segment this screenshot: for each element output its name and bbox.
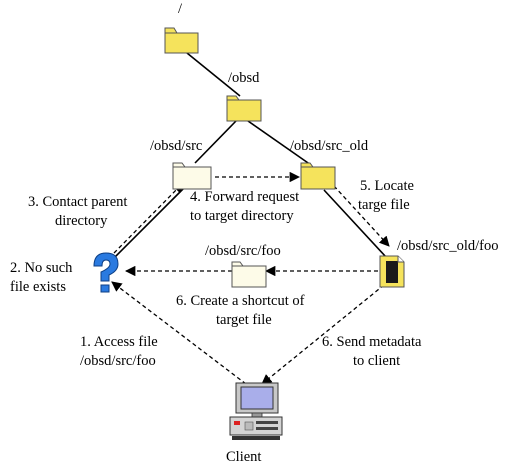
step-3-label: 3. Contact parent directory bbox=[28, 194, 131, 229]
step-1-line-1: 1. Access file bbox=[80, 334, 158, 350]
step-6-shortcut-label: 6. Create a shortcut of target file bbox=[176, 293, 308, 328]
step-5-line-1: 5. Locate bbox=[360, 178, 414, 194]
node-label: /obsd/src_old bbox=[290, 138, 369, 154]
client-computer: Client bbox=[226, 382, 283, 465]
node-label: / bbox=[178, 1, 183, 17]
step-labels: 3. Contact parent directory 4. Forward r… bbox=[10, 178, 425, 369]
document-icon bbox=[379, 255, 405, 288]
tree-edges bbox=[109, 52, 387, 263]
step-4-line-2: to target directory bbox=[190, 208, 294, 224]
edge-src-question bbox=[109, 186, 186, 263]
folder-root: / bbox=[164, 1, 199, 54]
folder-src-old: /obsd/src_old bbox=[290, 138, 369, 190]
step-4-line-1: 4. Forward request bbox=[190, 189, 299, 205]
folder-open-icon bbox=[231, 261, 267, 288]
node-label: /obsd bbox=[228, 70, 260, 86]
step-6b-line-1: 6. Send metadata bbox=[322, 334, 422, 350]
step-6a-line-2: target file bbox=[216, 312, 272, 328]
step-6a-line-1: 6. Create a shortcut of bbox=[176, 293, 305, 309]
step-6b-line-2: to client bbox=[353, 353, 400, 369]
folder-icon bbox=[164, 27, 199, 54]
step-6-metadata-label: 6. Send metadata to client bbox=[322, 334, 425, 369]
step-5-line-2: targe file bbox=[358, 197, 410, 213]
step-4-label: 4. Forward request to target directory bbox=[190, 189, 303, 224]
message-arrows bbox=[111, 171, 390, 385]
node-label: /obsd/src_old/foo bbox=[397, 238, 499, 254]
node-label: /obsd/src/foo bbox=[205, 243, 281, 259]
folder-icon bbox=[226, 95, 262, 122]
edge-src-old-foo bbox=[323, 189, 387, 258]
computer-icon bbox=[229, 382, 283, 440]
step-3-line-1: 3. Contact parent bbox=[28, 194, 127, 210]
step-2-label: 2. No such file exists bbox=[10, 260, 76, 295]
edge-obsd-src-old bbox=[247, 120, 312, 166]
step-2-line-2: file exists bbox=[10, 279, 66, 295]
step-2-line-1: 2. No such bbox=[10, 260, 73, 276]
folder-open-icon bbox=[172, 162, 212, 190]
folder-obsd: /obsd bbox=[226, 70, 262, 122]
arrow-access-file bbox=[111, 281, 247, 385]
arrow-send-metadata bbox=[261, 284, 385, 385]
edge-obsd-src bbox=[194, 120, 237, 164]
step-1-line-2: /obsd/src/foo bbox=[80, 353, 156, 369]
edge-root-obsd bbox=[186, 52, 241, 97]
file-foo-target: /obsd/src_old/foo bbox=[379, 238, 499, 288]
missing-file-node bbox=[93, 252, 119, 293]
folder-src: /obsd/src bbox=[150, 138, 212, 190]
step-5-label: 5. Locate targe file bbox=[358, 178, 418, 213]
question-mark-icon bbox=[93, 252, 119, 293]
folder-foo-shortcut: /obsd/src/foo bbox=[205, 243, 281, 288]
arrow-locate bbox=[333, 185, 390, 247]
node-label: /obsd/src bbox=[150, 138, 202, 154]
node-label: Client bbox=[226, 449, 261, 465]
folder-icon bbox=[300, 162, 336, 190]
arrow-contact-parent bbox=[113, 182, 184, 254]
step-1-label: 1. Access file /obsd/src/foo bbox=[80, 334, 161, 369]
step-3-line-2: directory bbox=[55, 213, 108, 229]
